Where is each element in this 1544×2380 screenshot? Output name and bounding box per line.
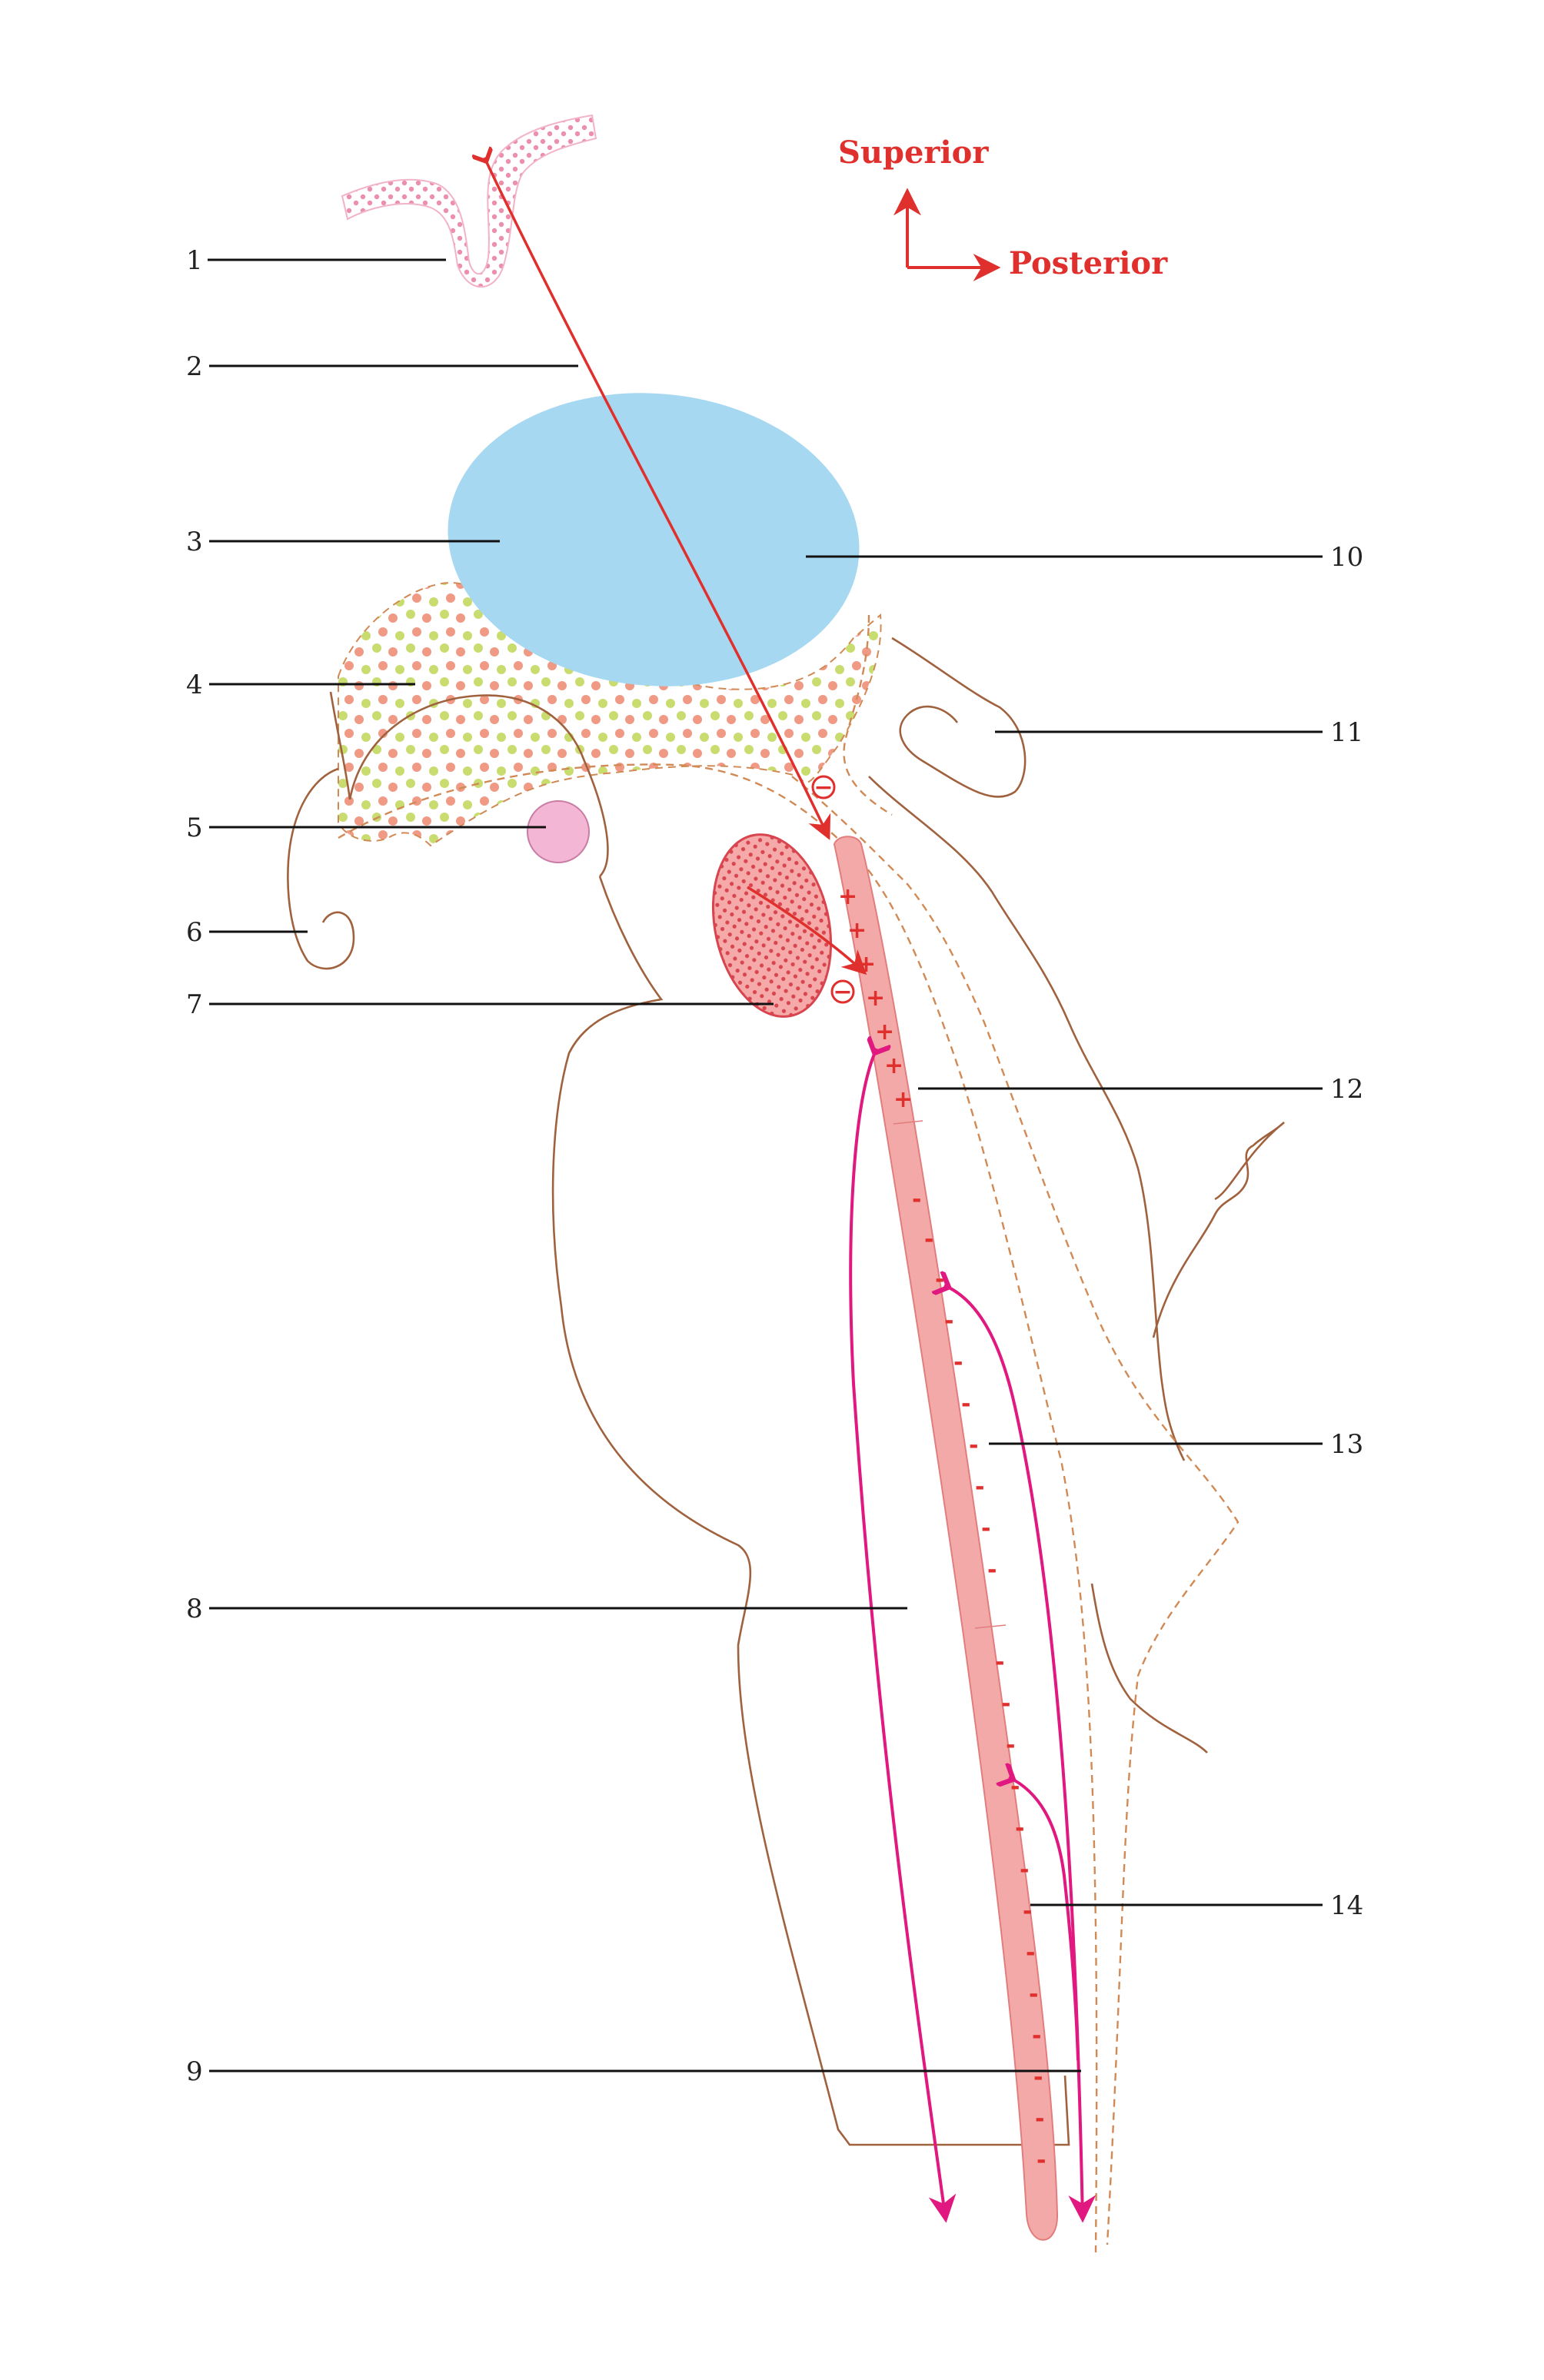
dorsal-wavy-outline	[868, 776, 1186, 1461]
minus-sign: -	[924, 1226, 933, 1253]
minus-sign: -	[995, 1649, 1004, 1676]
plus-sign: +	[893, 1086, 913, 1113]
minus-sign: -	[944, 1308, 953, 1335]
label-6: 6	[186, 917, 203, 948]
minus-sign: -	[1001, 1690, 1010, 1717]
label-14: 14	[1330, 1890, 1363, 1921]
ventral-body-outline	[551, 876, 1070, 2146]
minus-sign: -	[1026, 1940, 1035, 1966]
anatomy-outlines	[287, 114, 1285, 2253]
label-4: 4	[186, 670, 203, 700]
pink-circle-5	[527, 800, 590, 863]
leader-lines	[208, 258, 1323, 2073]
minus-sign: -	[1032, 2023, 1041, 2049]
ventral-descending-pink-arrow	[849, 1049, 946, 2220]
label-10: 10	[1330, 542, 1363, 573]
folded-outline-11	[891, 637, 1027, 798]
circled-minus-sign: −	[814, 774, 833, 801]
plus-sign: +	[857, 951, 876, 978]
minus-sign: -	[935, 1266, 944, 1293]
nucleus-to-cord-red-arrow	[747, 886, 867, 976]
plus-sign: +	[847, 917, 867, 944]
label-5: 5	[186, 813, 203, 843]
label-3: 3	[186, 527, 203, 557]
label-9: 9	[186, 2056, 203, 2087]
superior-label: Superior	[838, 135, 989, 171]
circled-minus-upper: −	[811, 774, 836, 801]
label-11: 11	[1330, 717, 1363, 748]
label-13: 13	[1330, 1429, 1363, 1460]
frontal-outline	[287, 767, 355, 970]
number-labels-left: 1 2 3 4 5 6 7 8 9	[186, 245, 203, 2087]
minus-sign: -	[1029, 1981, 1038, 2008]
label-8: 8	[186, 1594, 203, 1624]
lower-posterior-outline	[1090, 1583, 1208, 1753]
long-descending-red-arrow	[484, 158, 829, 838]
label-7: 7	[186, 989, 203, 1020]
minus-sign: -	[1006, 1732, 1015, 1759]
minus-sign: -	[912, 1186, 921, 1213]
cord-band	[833, 836, 1059, 2241]
dashed-boundary-inner	[338, 763, 1098, 2253]
minus-sign: -	[961, 1391, 970, 1418]
minus-sign: -	[1020, 1856, 1029, 1883]
plus-sign: +	[866, 985, 885, 1012]
dotted-nucleus-7	[711, 833, 833, 1018]
red-pathway-arrows	[484, 158, 867, 976]
minus-sign: -	[981, 1515, 990, 1542]
plus-sign: +	[838, 883, 857, 910]
minus-sign: -	[1023, 1898, 1032, 1925]
frontal-upper-outline	[329, 691, 351, 800]
circled-minus-lower: −	[830, 979, 855, 1006]
label-1: 1	[186, 245, 203, 276]
minus-sign: -	[1015, 1815, 1024, 1842]
posterior-label: Posterior	[1009, 245, 1168, 281]
minus-sign: -	[1035, 2106, 1044, 2132]
pink-pathway-arrows	[849, 1049, 1083, 2220]
dorsal-descending-pink-arrow-lower	[1009, 1777, 1080, 2061]
minus-sign: -	[1033, 2064, 1043, 2091]
plus-sign: +	[875, 1019, 894, 1045]
minus-sign: -	[953, 1349, 963, 1376]
number-labels-right: 10 11 12 13 14	[1330, 542, 1363, 1921]
minus-sign: -	[1037, 2147, 1046, 2174]
minus-sign: -	[975, 1474, 984, 1501]
plus-sign: +	[884, 1052, 903, 1079]
minus-sign: -	[987, 1557, 997, 1584]
orientation-indicator: Superior Posterior	[838, 135, 1168, 281]
label-2: 2	[186, 351, 203, 382]
circled-minus-sign: −	[833, 979, 852, 1006]
dashed-boundary-upper	[843, 614, 893, 816]
folded-epithelium-1	[341, 114, 597, 288]
posterior-folds-outline	[1152, 1121, 1285, 1338]
label-12: 12	[1330, 1074, 1363, 1105]
dashed-boundary-outer	[791, 776, 1240, 2245]
minus-sign: -	[969, 1432, 978, 1459]
